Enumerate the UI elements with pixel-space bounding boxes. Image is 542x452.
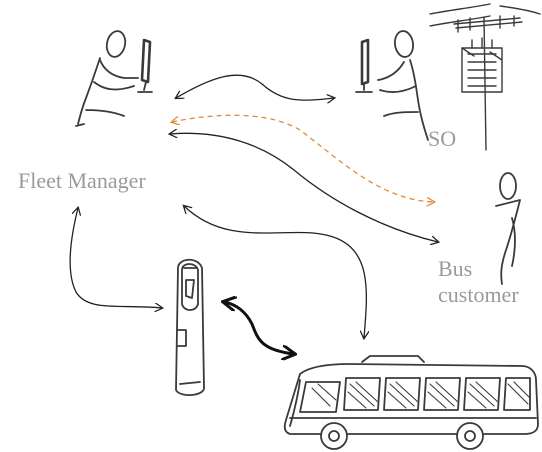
arrow-fleet-to-bus [184, 206, 366, 338]
bus-customer-label-line1: Bus [438, 256, 473, 281]
arrow-fleet-to-charger [69, 208, 162, 308]
charging-station-icon [175, 258, 205, 396]
system-operator-icon [355, 30, 429, 141]
arrow-charger-to-bus [224, 302, 294, 354]
arrow-fleet-to-so [176, 74, 334, 100]
bus-customer-icon [495, 172, 521, 285]
fleet-manager-icon [75, 30, 153, 127]
utility-pole-icon [429, 3, 541, 151]
fleet-manager-label: Fleet Manager [18, 168, 146, 193]
bus-customer-label-line2: customer [438, 282, 519, 307]
system-operator-label: SO [428, 126, 457, 151]
arrow-fleet-to-bus-customer [170, 133, 438, 242]
electric-bus-icon [283, 355, 539, 450]
arrow-fleet-to-bus-customer-dashed [172, 114, 434, 202]
